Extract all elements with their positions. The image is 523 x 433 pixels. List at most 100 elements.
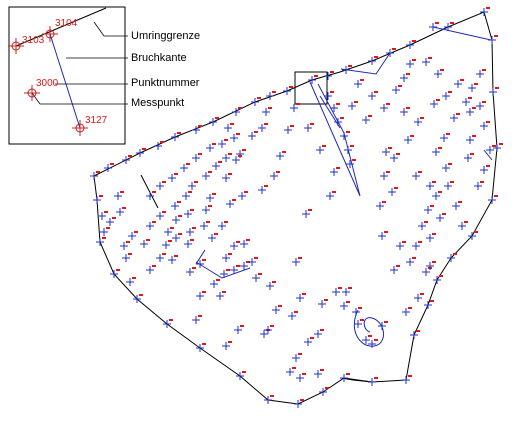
measurement-point — [270, 171, 280, 180]
measurement-point — [258, 123, 268, 132]
measurement-point — [220, 269, 230, 278]
point-number-mark — [170, 227, 174, 229]
point-number-mark — [336, 103, 340, 105]
measurement-point — [476, 69, 486, 78]
point-number-mark — [338, 287, 342, 289]
point-number-mark — [214, 233, 218, 235]
point-number-mark — [282, 151, 286, 153]
measurement-point — [418, 221, 428, 230]
point-number-mark — [374, 91, 378, 93]
measurement-point — [444, 181, 454, 190]
point-number-mark — [298, 353, 302, 355]
interior-line-west — [140, 174, 159, 209]
point-number-mark — [374, 339, 378, 341]
measurement-point — [251, 97, 261, 106]
measurement-point — [90, 171, 100, 180]
measurement-point — [474, 181, 484, 190]
point-number-mark — [468, 97, 472, 99]
point-number-mark — [480, 181, 484, 183]
measurement-point — [429, 22, 439, 31]
breakline-center-2 — [319, 95, 341, 129]
point-number-mark — [132, 277, 136, 279]
point-number-mark — [406, 73, 410, 75]
point-number-mark — [178, 233, 182, 235]
measurement-point — [156, 211, 166, 220]
measurement-point — [462, 97, 472, 106]
point-number-mark — [242, 371, 246, 373]
measurement-point — [206, 143, 216, 152]
point-number-mark — [240, 325, 244, 327]
point-number-mark — [160, 141, 164, 143]
measurement-point — [326, 191, 336, 200]
measurement-point — [368, 339, 378, 348]
measurement-point — [318, 299, 328, 308]
measurement-point — [222, 173, 232, 182]
point-number-mark — [348, 287, 352, 289]
measurement-point — [222, 253, 232, 262]
measurement-point — [342, 287, 352, 296]
measurement-point — [330, 167, 340, 176]
measurement-point — [412, 171, 422, 180]
loop-feature — [353, 309, 384, 347]
point-number-mark — [215, 117, 219, 119]
point-number-mark — [412, 40, 416, 42]
point-number-mark — [408, 375, 412, 377]
measurement-point — [444, 22, 454, 31]
measurement-point — [493, 143, 503, 152]
measurement-point — [200, 221, 210, 230]
measurement-point — [352, 307, 362, 316]
measurement-point — [100, 227, 110, 236]
measurement-point — [164, 227, 174, 236]
point-number-mark — [206, 221, 210, 223]
point-number-mark — [322, 145, 326, 147]
point-number-mark — [120, 191, 124, 193]
point-number-mark — [428, 57, 432, 59]
measurement-point — [380, 171, 390, 180]
measurement-point — [184, 209, 194, 218]
point-number-mark — [228, 253, 232, 255]
measurement-point — [192, 125, 202, 134]
point-number-mark — [408, 307, 412, 309]
legend-inset: 3103 3104 3000 3127 — [8, 6, 128, 145]
point-number-mark — [448, 91, 452, 93]
point-number-mark — [218, 161, 222, 163]
point-number-mark — [308, 209, 312, 211]
point-number-mark — [278, 305, 282, 307]
point-number-mark — [228, 173, 232, 175]
measurement-point — [433, 275, 443, 284]
measurement-point — [283, 86, 293, 95]
point-number-mark — [300, 399, 304, 401]
measurement-point — [430, 99, 440, 108]
measurement-point — [426, 261, 436, 270]
point-number-mark — [382, 201, 386, 203]
point-number-mark — [374, 377, 378, 379]
point-number-mark — [458, 201, 462, 203]
breakline-west-2 — [195, 249, 206, 265]
measurement-point — [432, 191, 442, 200]
point-number-mark — [314, 75, 318, 77]
measurement-point — [489, 87, 499, 96]
measurement-point — [224, 123, 234, 132]
point-number-mark — [394, 187, 398, 189]
point-number-mark — [244, 191, 248, 193]
measurement-point — [93, 195, 103, 204]
point-number-mark — [192, 227, 196, 229]
measurement-point — [98, 211, 108, 220]
measurement-point — [390, 153, 400, 162]
point-number-mark — [298, 257, 302, 259]
breakline-east — [483, 149, 493, 161]
interior-line-south — [340, 377, 373, 383]
measurement-point — [404, 135, 414, 144]
point-number-mark — [332, 191, 336, 193]
measurement-point — [422, 57, 432, 66]
measurement-point — [314, 329, 324, 338]
measurement-point — [400, 73, 410, 82]
legend-leader-point — [31, 92, 128, 105]
point-number-mark — [202, 259, 206, 261]
point-number-mark — [360, 319, 364, 321]
measurement-point — [414, 117, 424, 126]
point-number-mark — [238, 107, 242, 109]
point-number-mark — [360, 79, 364, 81]
point-number-mark — [99, 195, 103, 197]
